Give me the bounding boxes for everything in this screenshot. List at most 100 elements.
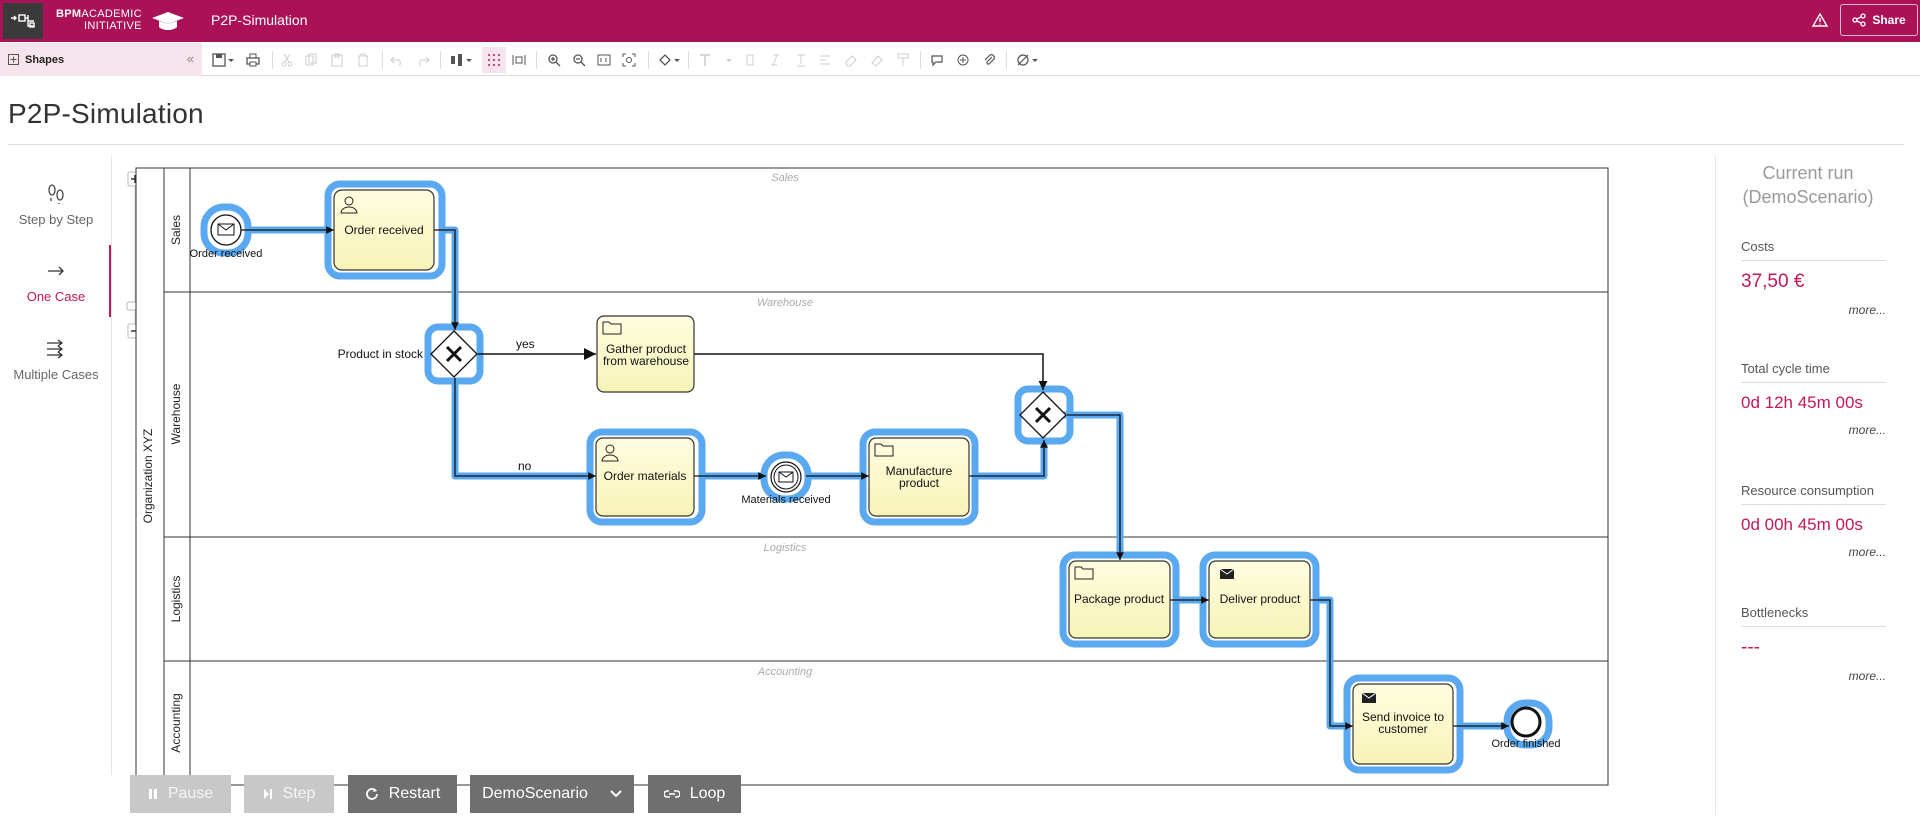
task-label-line2: product bbox=[899, 476, 940, 490]
distribute-icon[interactable] bbox=[510, 51, 528, 69]
collapse-icon[interactable]: « bbox=[186, 51, 194, 66]
send-task-icon bbox=[1219, 568, 1235, 579]
zoom-actual-icon[interactable] bbox=[595, 51, 613, 69]
hide-dropdown-icon[interactable] bbox=[1030, 51, 1040, 69]
attach-icon[interactable] bbox=[980, 51, 998, 69]
gateway-product-in-stock[interactable]: Product in stock bbox=[338, 330, 478, 378]
fill-color-icon[interactable] bbox=[656, 51, 674, 69]
mode-step-by-step[interactable]: Step by Step bbox=[0, 182, 112, 227]
start-event-order-received[interactable]: Order received bbox=[190, 214, 263, 260]
task-order-materials[interactable]: Order materials bbox=[595, 437, 695, 517]
scenario-value: DemoScenario bbox=[482, 785, 588, 802]
mode-label: One Case bbox=[26, 289, 86, 304]
user-task-icon bbox=[340, 196, 358, 214]
clear-format-icon[interactable] bbox=[868, 51, 886, 69]
metric-value: 0d 12h 45m 00s bbox=[1741, 393, 1863, 412]
bold-icon[interactable] bbox=[742, 51, 760, 69]
shapes-panel-tab[interactable]: Shapes « bbox=[0, 43, 202, 76]
app-menu-button[interactable] bbox=[3, 3, 43, 39]
lane-label: Sales bbox=[169, 215, 183, 245]
event-label: Order received bbox=[190, 248, 263, 260]
italic-icon[interactable] bbox=[766, 51, 784, 69]
warning-icon[interactable] bbox=[1812, 12, 1828, 28]
format-painter-icon[interactable] bbox=[894, 51, 912, 69]
align-dropdown-icon[interactable] bbox=[464, 51, 474, 69]
restart-icon bbox=[365, 788, 378, 800]
more-link[interactable]: more... bbox=[1848, 669, 1886, 683]
redo-icon[interactable] bbox=[414, 51, 432, 69]
lane-watermark: Sales bbox=[771, 172, 799, 184]
cut-icon[interactable] bbox=[278, 51, 296, 69]
task-label-line2: from warehouse bbox=[603, 354, 689, 368]
mode-label: Multiple Cases bbox=[13, 367, 99, 382]
metric-value: 0d 00h 45m 00s bbox=[1741, 515, 1863, 534]
lane-logistics[interactable]: Logistics Logistics bbox=[164, 542, 1608, 662]
delete-icon[interactable] bbox=[354, 51, 372, 69]
zoom-in-icon[interactable] bbox=[545, 51, 563, 69]
text-align-icon[interactable] bbox=[816, 51, 834, 69]
print-icon[interactable] bbox=[244, 51, 262, 69]
flow-label-yes: yes bbox=[516, 337, 535, 351]
folder-icon bbox=[874, 443, 894, 457]
lane-accounting[interactable]: Accounting Accounting bbox=[169, 666, 813, 753]
more-link[interactable]: more... bbox=[1848, 545, 1886, 559]
gateway-merge[interactable] bbox=[1019, 391, 1067, 439]
shape-rotate-icon[interactable] bbox=[954, 51, 972, 69]
metric-label: Bottlenecks bbox=[1741, 605, 1886, 627]
pause-button[interactable]: Pause bbox=[130, 775, 231, 813]
gateway-label: Product in stock bbox=[338, 347, 424, 361]
scenario-select[interactable]: DemoScenario bbox=[470, 775, 634, 813]
restart-button[interactable]: Restart bbox=[348, 775, 457, 813]
editor-toolbar: Shapes « bbox=[0, 43, 1920, 76]
eraser-icon[interactable] bbox=[842, 51, 860, 69]
share-icon bbox=[1852, 13, 1866, 27]
comment-icon[interactable] bbox=[928, 51, 946, 69]
end-event-order-finished[interactable]: Order finished bbox=[1491, 706, 1561, 750]
step-button[interactable]: Step bbox=[244, 775, 334, 813]
fill-dropdown-icon[interactable] bbox=[672, 51, 682, 69]
align-icon[interactable] bbox=[448, 51, 466, 69]
plus-box-icon bbox=[8, 54, 19, 65]
share-button[interactable]: Share bbox=[1840, 4, 1918, 36]
task-gather-product[interactable]: Gather product from warehouse bbox=[596, 315, 695, 393]
grid-icon[interactable] bbox=[482, 47, 506, 73]
task-order-received[interactable]: Order received bbox=[333, 189, 435, 271]
save-icon[interactable] bbox=[210, 51, 228, 69]
metric-bottlenecks: Bottlenecks --- more... bbox=[1741, 605, 1886, 683]
bpmn-diagram-canvas[interactable]: Organization XYZ Sales Sales Warehouse W… bbox=[130, 160, 1630, 790]
lane-watermark: Warehouse bbox=[757, 297, 813, 309]
task-manufacture-product[interactable]: Manufacture product bbox=[868, 437, 970, 517]
simulation-mode-panel: Step by Step One Case Multiple Cases bbox=[0, 155, 112, 775]
zoom-out-icon[interactable] bbox=[570, 51, 588, 69]
intermediate-event-materials-received[interactable]: Materials received bbox=[741, 461, 831, 506]
task-deliver-product[interactable]: Deliver product bbox=[1208, 560, 1311, 639]
sequence-flows bbox=[240, 226, 1509, 730]
task-send-invoice[interactable]: Send invoice to customer bbox=[1352, 683, 1454, 765]
logo-bold: BPM bbox=[56, 8, 82, 20]
more-link[interactable]: more... bbox=[1848, 423, 1886, 437]
event-label: Materials received bbox=[741, 494, 830, 506]
folder-icon bbox=[1074, 566, 1094, 580]
lane-warehouse[interactable]: Warehouse Warehouse bbox=[164, 297, 1608, 538]
loop-button[interactable]: Loop bbox=[648, 775, 741, 813]
task-label-line2: customer bbox=[1378, 722, 1427, 736]
mode-multiple-cases[interactable]: Multiple Cases bbox=[0, 337, 112, 382]
toolbar-separator bbox=[272, 51, 273, 69]
lane-label: Logistics bbox=[169, 576, 183, 623]
multiple-arrows-icon bbox=[47, 339, 64, 359]
task-package-product[interactable]: Package product bbox=[1068, 560, 1171, 639]
copy-icon[interactable] bbox=[302, 51, 320, 69]
more-link[interactable]: more... bbox=[1848, 303, 1886, 317]
save-dropdown-icon[interactable] bbox=[226, 51, 236, 69]
text-dropdown-icon[interactable] bbox=[724, 51, 734, 69]
bpm-academic-logo[interactable]: BPMACADEMIC INITIATIVE bbox=[56, 8, 184, 32]
lane-sales[interactable]: Sales Sales bbox=[164, 168, 1608, 785]
paste-icon[interactable] bbox=[328, 51, 346, 69]
hide-icon[interactable] bbox=[1014, 51, 1032, 69]
underline-icon[interactable] bbox=[792, 51, 810, 69]
zoom-fit-icon[interactable] bbox=[620, 51, 638, 69]
undo-icon[interactable] bbox=[388, 51, 406, 69]
mode-one-case[interactable]: One Case bbox=[0, 259, 112, 304]
text-style-icon[interactable] bbox=[696, 51, 714, 69]
task-label-line1: Send invoice to bbox=[1362, 710, 1444, 724]
